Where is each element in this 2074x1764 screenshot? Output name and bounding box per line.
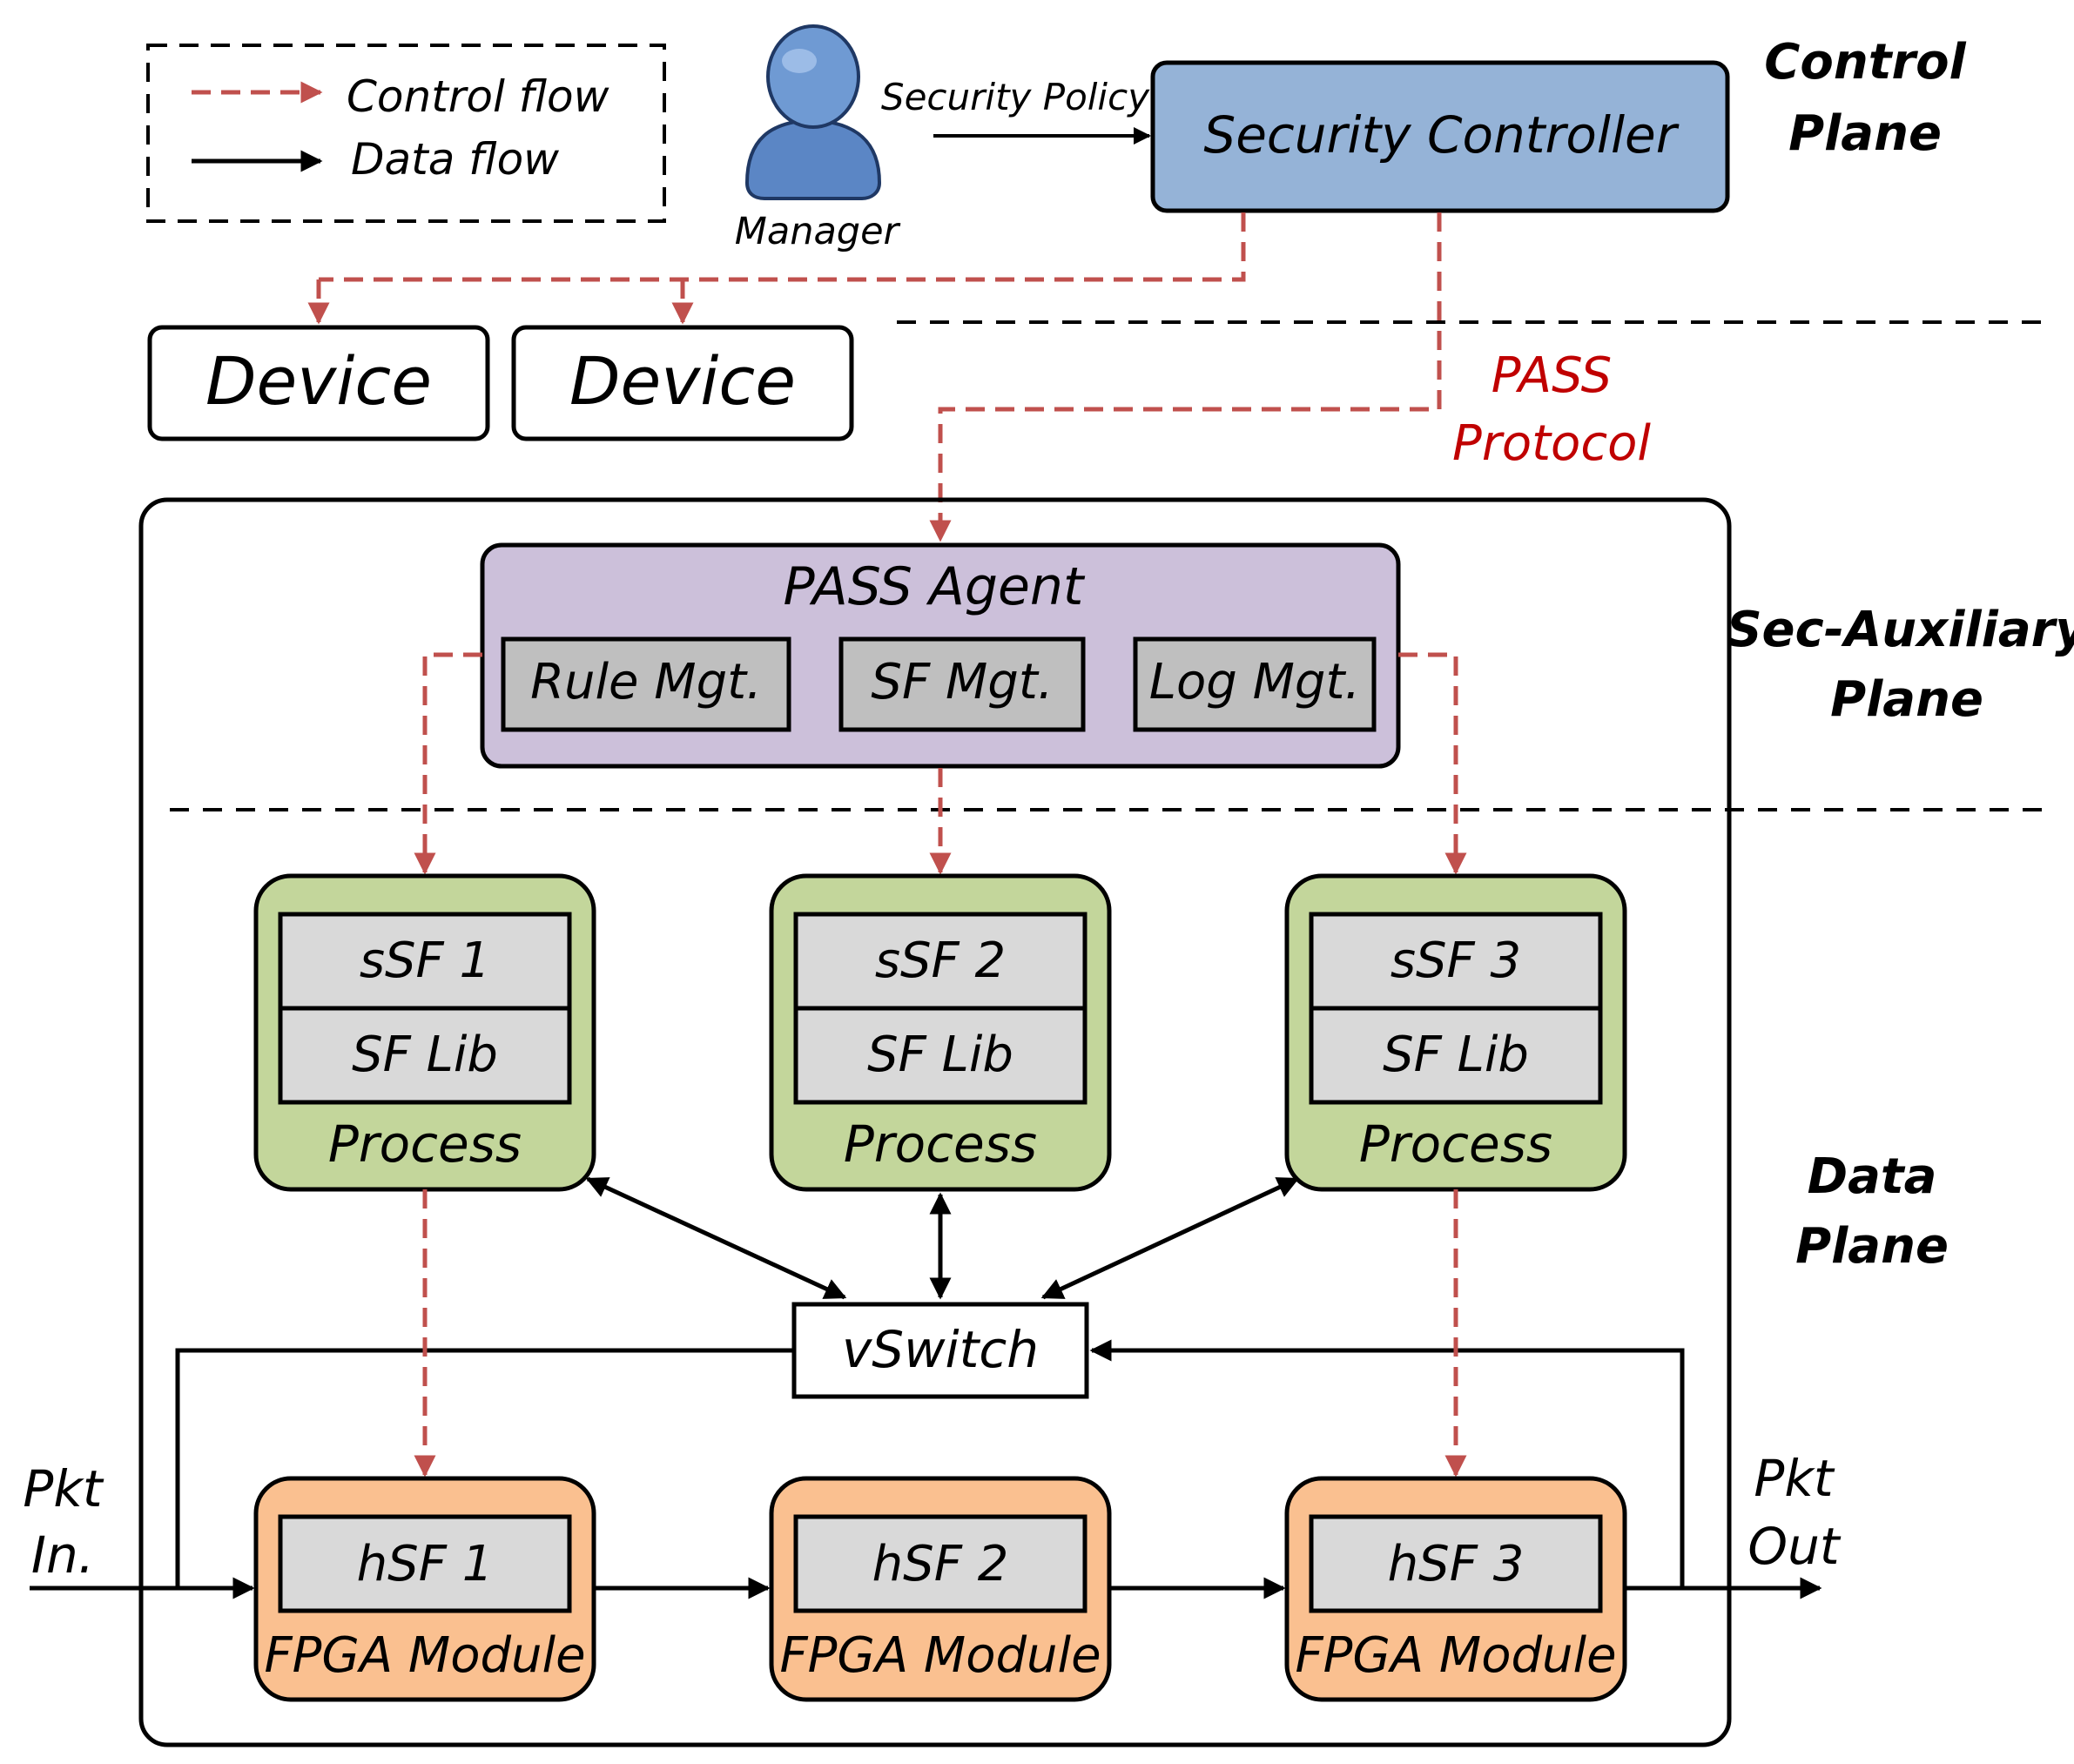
device-box-1: Device	[147, 325, 490, 441]
controller-to-devices-flow	[307, 212, 1246, 325]
process-2-label: Process	[844, 1114, 1037, 1174]
rule-mgt-module: Rule Mgt.	[501, 636, 791, 732]
security-controller-label: Security Controller	[1203, 105, 1679, 165]
sf-mgt-module: SF Mgt.	[838, 636, 1086, 732]
security-controller-box: Security Controller	[1150, 60, 1730, 213]
fpga-module-1: hSF 1 FPGA Module	[253, 1476, 596, 1702]
process-to-fpga-flows	[414, 1189, 1467, 1478]
fpga-module-3: hSF 3 FPGA Module	[1284, 1476, 1627, 1702]
sf-mgt-label: SF Mgt.	[871, 654, 1053, 710]
process-3-label: Process	[1359, 1114, 1552, 1174]
device-label-1: Device	[205, 342, 432, 420]
pass-agent-box: PASS Agent Rule Mgt. SF Mgt. Log Mgt.	[480, 542, 1401, 769]
hsf-3-label: hSF 3	[1388, 1536, 1525, 1592]
pkt-out-label-line1: Pkt	[1754, 1449, 1835, 1508]
pkt-in-label-line2: In.	[31, 1525, 94, 1585]
sf-lib-3-label: SF Lib	[1383, 1027, 1529, 1083]
aux-plane-label-line1: Sec-Auxiliary	[1727, 602, 2074, 658]
manager-label: Manager	[735, 210, 901, 253]
pkt-out-label-line2: Out	[1747, 1517, 1841, 1576]
fpga-module-2-label: FPGA Module	[779, 1627, 1101, 1684]
legend: Control flow Data flow	[146, 44, 666, 223]
legend-control-flow-label: Control flow	[347, 71, 609, 122]
pass-protocol-flow	[929, 212, 1442, 542]
rule-mgt-label: Rule Mgt.	[530, 654, 762, 710]
legend-data-flow-label: Data flow	[351, 134, 559, 185]
ssf-1-label: sSF 1	[360, 932, 490, 989]
pass-protocol-label-line1: PASS	[1492, 347, 1612, 404]
vswitch-label: vSwitch	[842, 1320, 1039, 1379]
process-vswitch-links	[585, 1176, 1300, 1300]
sf-lib-2-label: SF Lib	[867, 1027, 1013, 1083]
fpga-module-3-label: FPGA Module	[1295, 1627, 1616, 1684]
pass-agent-title: PASS Agent	[784, 556, 1086, 617]
security-policy-label: Security Policy	[881, 76, 1150, 118]
host-frame	[138, 497, 1732, 1747]
vswitch-wiring	[175, 1339, 1685, 1588]
vswitch-box: vSwitch	[791, 1302, 1089, 1399]
hsf-1-label: hSF 1	[357, 1536, 494, 1592]
log-mgt-module: Log Mgt.	[1133, 636, 1377, 732]
ssf-2-label: sSF 2	[875, 932, 1006, 989]
fpga-module-1-label: FPGA Module	[264, 1627, 585, 1684]
data-plane-label-line1: Data	[1808, 1148, 1937, 1205]
fpga-module-2: hSF 2 FPGA Module	[769, 1476, 1112, 1702]
control-plane-label-line2: Plane	[1788, 105, 1942, 162]
ssf-3-label: sSF 3	[1391, 932, 1521, 989]
control-plane-label-line1: Control	[1764, 34, 1966, 91]
pass-protocol-label-line2: Protocol	[1452, 415, 1651, 472]
pkt-in-label-line1: Pkt	[23, 1459, 104, 1518]
hsf-2-label: hSF 2	[872, 1536, 1009, 1592]
log-mgt-label: Log Mgt.	[1149, 654, 1360, 710]
process-box-2: sSF 2 SF Lib Process	[769, 873, 1112, 1192]
process-box-1: sSF 1 SF Lib Process	[253, 873, 596, 1192]
device-label-2: Device	[569, 342, 796, 420]
device-box-2: Device	[511, 325, 854, 441]
process-1-label: Process	[328, 1114, 522, 1174]
process-box-3: sSF 3 SF Lib Process	[1284, 873, 1627, 1192]
sf-lib-1-label: SF Lib	[352, 1027, 498, 1083]
aux-plane-label-line2: Plane	[1830, 671, 1983, 728]
data-plane-label-line2: Plane	[1795, 1218, 1949, 1275]
manager-icon	[744, 24, 882, 200]
agent-to-process-flows	[414, 652, 1467, 875]
